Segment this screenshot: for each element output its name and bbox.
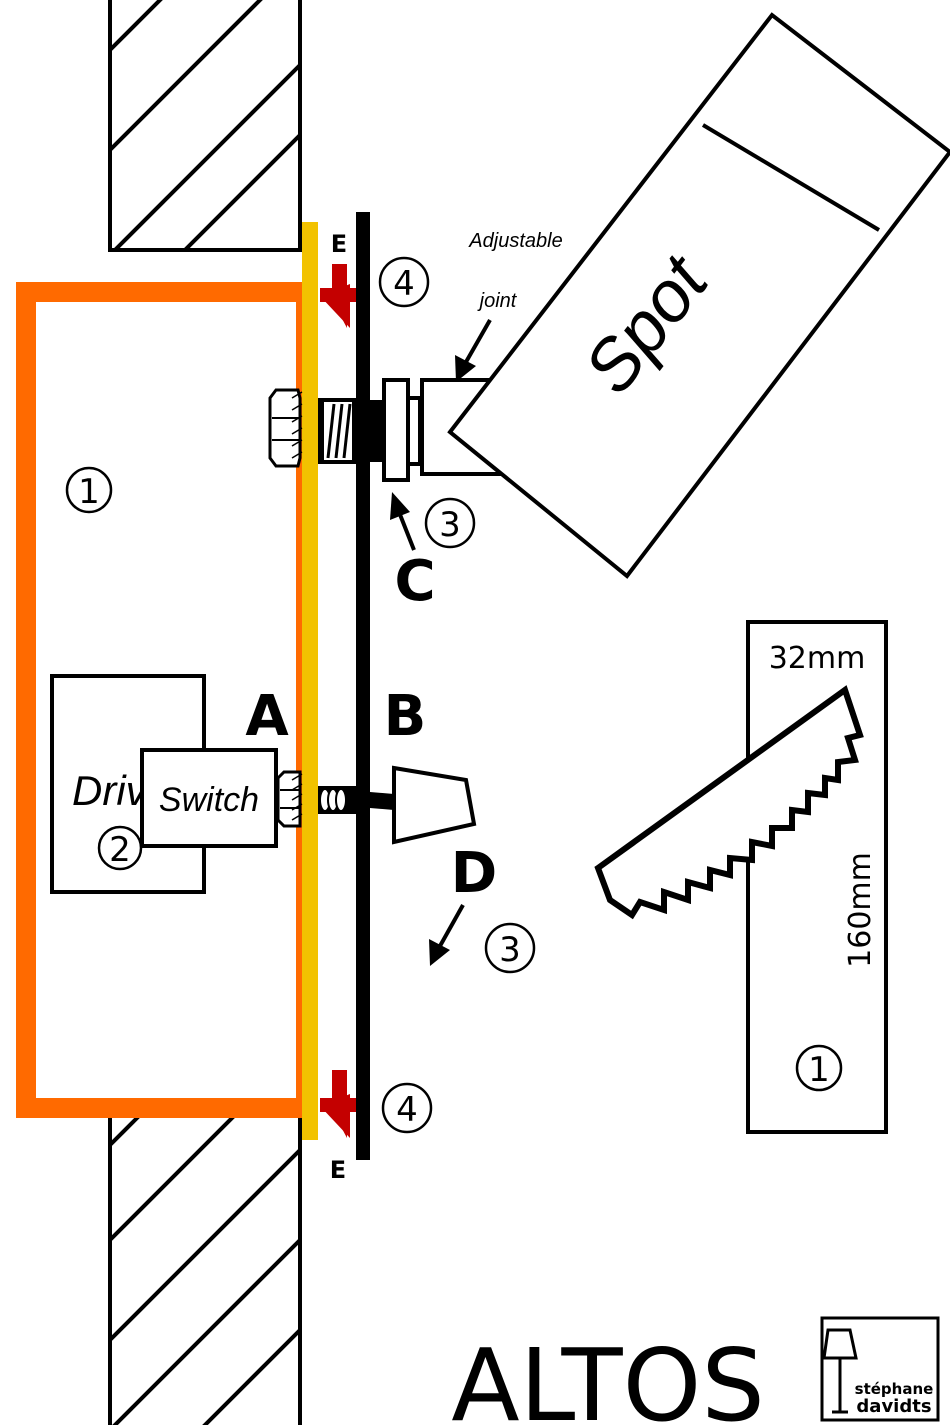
- panel-b: [356, 212, 370, 1160]
- product-name: ALTOS: [451, 1327, 765, 1425]
- box-number: 1: [78, 472, 100, 512]
- number-4-bottom: 4: [396, 1090, 418, 1130]
- plate-a: [302, 222, 318, 1140]
- adjustable-joint-label-line2: joint: [477, 290, 518, 312]
- label-e-bottom: E: [330, 1156, 346, 1184]
- label-e-top: E: [331, 230, 347, 258]
- d-arrow: [429, 904, 465, 966]
- threaded-rod-top: [318, 398, 384, 464]
- adjustable-joint-arrow: [455, 319, 492, 382]
- nut-top: [268, 388, 303, 468]
- switch-nut: [276, 770, 303, 828]
- screw-e-bottom: [320, 1070, 356, 1138]
- label-a: A: [245, 684, 289, 749]
- number-4-top-marker: 4: [378, 256, 430, 308]
- number-3-cone: 3: [499, 930, 521, 970]
- cone-knob-d: [392, 765, 477, 845]
- label-b: B: [384, 684, 427, 749]
- screw-e-top: [320, 264, 356, 328]
- template-height: 160mm: [843, 852, 878, 968]
- template-width: 32mm: [769, 641, 866, 676]
- switch-label: Switch: [159, 781, 259, 819]
- adjustable-joint-label-line1: Adjustable: [468, 230, 562, 252]
- brand-logo: stéphane davidts: [820, 1316, 940, 1422]
- logo-line2: davidts: [856, 1396, 931, 1417]
- label-c: C: [394, 549, 435, 614]
- saw-icon: [594, 685, 864, 920]
- c-arrow: [390, 492, 416, 551]
- spot-lamp: Spot: [447, 12, 950, 579]
- number-3-joint-marker: 3: [424, 497, 476, 549]
- wall-lower: [108, 1113, 302, 1425]
- number-4-top: 4: [393, 264, 415, 304]
- template-number: 1: [808, 1050, 830, 1090]
- cutout-template: 32mm 160mm 1: [746, 620, 888, 1134]
- switch-block: Switch: [140, 748, 278, 848]
- washer-c: [382, 378, 422, 482]
- number-3-cone-marker: 3: [484, 922, 536, 974]
- logo-line1: stéphane: [855, 1380, 934, 1398]
- driver-number: 2: [109, 830, 131, 870]
- number-4-bottom-marker: 4: [381, 1082, 433, 1134]
- number-3-joint: 3: [439, 505, 461, 545]
- switch-shaft: [318, 786, 394, 814]
- label-d: D: [451, 841, 497, 906]
- box-number-marker: 1: [65, 466, 113, 514]
- wall-upper: [108, 0, 302, 252]
